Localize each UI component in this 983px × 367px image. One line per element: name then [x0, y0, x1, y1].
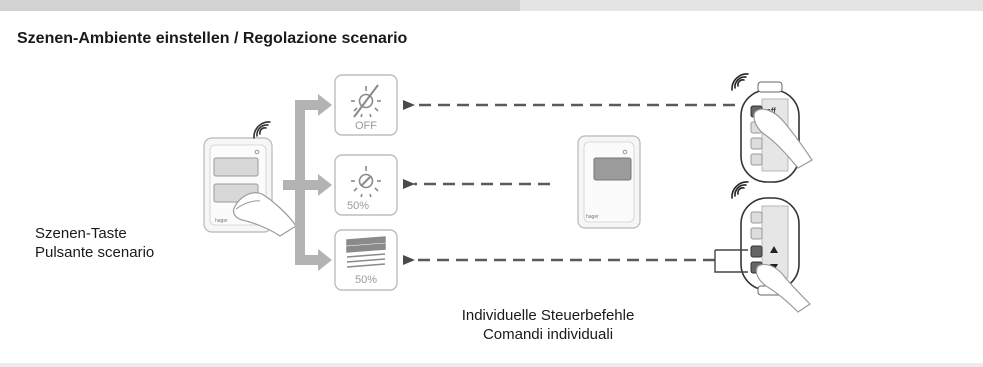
scene-wall-switch: hager: [203, 137, 297, 237]
remote-shutter-wireless-icon: [731, 181, 749, 199]
wall-switch-brand: hager: [215, 218, 228, 224]
remote-off: off: [740, 81, 813, 183]
individual-wall-switch: hager: [577, 135, 641, 229]
tile-value-dimmed: 50%: [347, 200, 369, 212]
scene-button-label: Szenen-Taste Pulsante scenario: [35, 224, 154, 262]
individual-command-arrows: [403, 100, 735, 265]
shutter-up-icon: [770, 246, 778, 253]
light-off-icon: [351, 84, 381, 118]
scene-tile-shutter: 50%: [334, 229, 398, 291]
top-bar-segment: [0, 0, 520, 11]
scene-tile-light-off: OFF: [334, 74, 398, 136]
shutter-icon: [346, 236, 386, 268]
individual-commands-label-it: Comandi individuali: [482, 326, 614, 343]
remote-off-wireless-icon: [731, 73, 749, 91]
tile-value-off: OFF: [355, 120, 377, 132]
individual-commands-label: Individuelle Steuerbefehle Comandi indiv…: [438, 306, 658, 344]
remote-shutter: [714, 197, 811, 313]
light-dimmed-icon: [351, 166, 381, 198]
individual-switch-brand: hager: [586, 214, 599, 220]
scene-tile-light-dimmed: 50%: [334, 154, 398, 216]
tile-value-shutter: 50%: [355, 274, 377, 286]
top-bar: [0, 0, 983, 11]
individual-commands-label-de: Individuelle Steuerbefehle: [461, 307, 635, 324]
bottom-bar: [0, 363, 983, 367]
scene-distribution-arrows: [283, 94, 332, 271]
diagram-title: Szenen-Ambiente einstellen / Regolazione…: [17, 30, 408, 47]
wall-switch-wireless-icon: [253, 121, 271, 139]
scene-button-label-it: Pulsante scenario: [35, 244, 155, 261]
scene-button-label-de: Szenen-Taste: [35, 225, 127, 242]
